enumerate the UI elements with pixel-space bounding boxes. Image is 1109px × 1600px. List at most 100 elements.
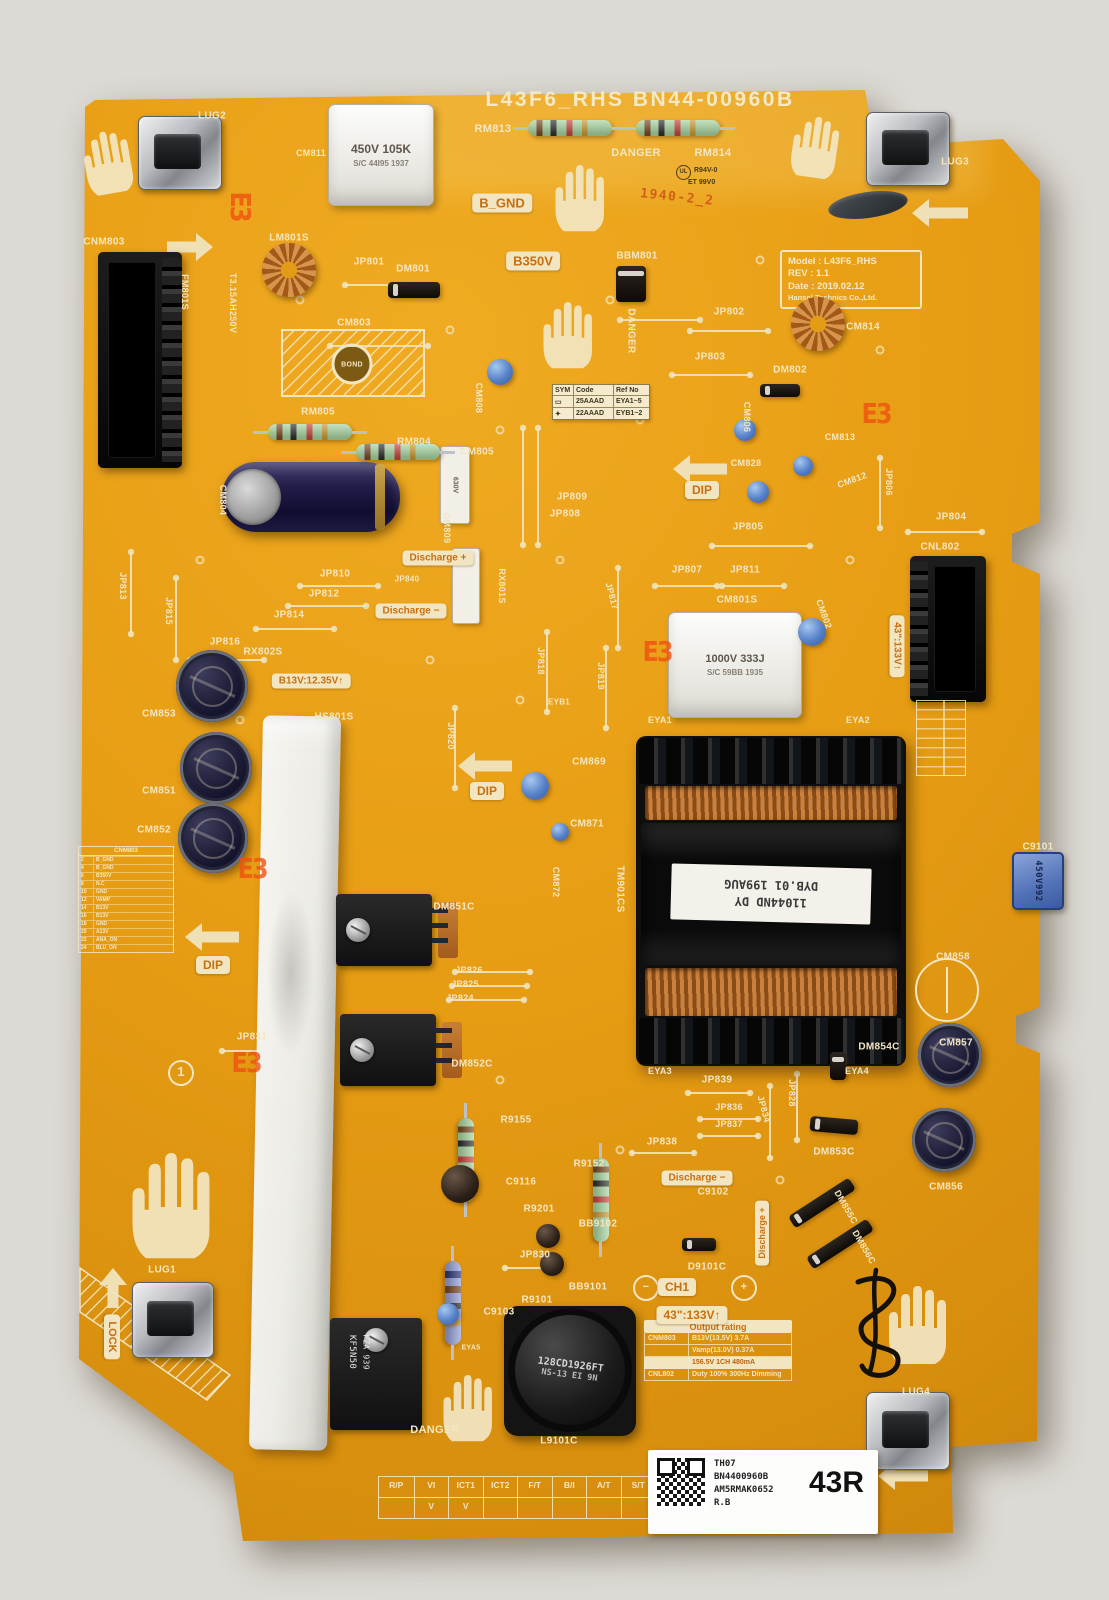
transistor-q802 <box>340 1014 462 1086</box>
silkscreen-label: CM871 <box>570 818 604 830</box>
ceramic-disc-capacitor <box>540 1252 564 1276</box>
rev-line: REV : 1.1 <box>788 268 830 280</box>
output-rating-cell: CNL802 <box>645 1369 689 1380</box>
resistor <box>513 120 627 136</box>
test-col-header: VI <box>413 1477 449 1497</box>
film-cap-lot: S/C 44I95 1937 <box>353 159 409 168</box>
table-cell: 22AAAD <box>573 408 613 419</box>
silkscreen-label: DM802 <box>773 364 807 376</box>
silkscreen-label: JP815 <box>164 597 174 625</box>
film-cap-value: 1000V 333J <box>705 653 765 665</box>
silkscreen-tag: 43":133V↑ <box>656 1306 728 1324</box>
pin-cell: B13V <box>96 905 109 911</box>
silkscreen-label: CM801S <box>716 594 758 606</box>
serial-big-code: 43R <box>808 1466 864 1499</box>
test-check-cell <box>517 1497 552 1518</box>
silkscreen-tag: Discharge − <box>375 603 447 619</box>
transistor-leads <box>432 908 448 952</box>
silkscreen-label: R9155 <box>500 1114 532 1126</box>
silkscreen-label: JP818 <box>536 647 546 675</box>
stencil-mark: E3 <box>237 852 268 886</box>
silkscreen-label: JP809 <box>556 491 588 503</box>
silkscreen-label: CNM803 <box>83 236 125 248</box>
pin-cell: 22 <box>79 937 94 944</box>
toroid-inductor <box>262 243 316 297</box>
pin-cell: 2 <box>79 857 94 864</box>
silkscreen-label: DM801 <box>396 263 430 275</box>
silkscreen-label: JP814 <box>273 609 305 621</box>
silkscreen-label: JP812 <box>308 588 340 600</box>
silkscreen-label: RM805 <box>301 406 335 418</box>
test-col-header: R/P <box>389 1480 404 1490</box>
pin-cell: B350V <box>96 873 112 879</box>
table-header-cell: Code <box>573 385 613 395</box>
silkscreen-label: JP810 <box>319 568 351 580</box>
serial-line2: BN4400960B <box>714 1472 769 1483</box>
metal-lug4 <box>866 1392 950 1470</box>
test-check-cell: V <box>413 1497 448 1518</box>
stencil-mark: E3 <box>223 191 257 221</box>
resistor <box>341 444 455 460</box>
pin-cell: 8 <box>79 881 94 888</box>
test-check-cell <box>586 1497 621 1518</box>
silkscreen-label: CM804 <box>218 484 228 516</box>
ceramic-disc-capacitor <box>441 1165 479 1203</box>
connector-teeth <box>910 562 928 696</box>
resistor <box>253 424 367 440</box>
silkscreen-label: JP806 <box>884 468 894 496</box>
silkscreen-label: EYB1 <box>547 697 571 707</box>
silkscreen-label: CM813 <box>824 432 856 442</box>
electrolytic-capacitor <box>178 803 248 873</box>
test-check-cell <box>620 1497 655 1518</box>
test-col-header: B/I <box>551 1477 587 1497</box>
transformer-core: 11044ND DY DYB.01 199AUG <box>641 823 901 965</box>
silkscreen-tag: DIP <box>195 956 231 974</box>
silkscreen-label: EYA1 <box>648 715 672 725</box>
diode <box>682 1238 716 1251</box>
film-capacitor-cm801s: 1000V 333J S/C 59BB 1935 <box>668 612 802 718</box>
ul-code: R94V-0 <box>694 167 718 174</box>
silkscreen-label: FM801S <box>180 274 190 310</box>
silkscreen-label: JP808 <box>549 508 581 520</box>
silkscreen-label: C9102 <box>697 1186 729 1198</box>
pin-cell: 24 <box>79 945 94 952</box>
capacitor-c9101: 450V992 <box>1012 852 1064 910</box>
ceramic-disc-capacitor <box>437 1303 459 1325</box>
transistor-kf5n50 <box>330 1318 422 1430</box>
silkscreen-label: JP801 <box>353 256 385 268</box>
metal-lug2 <box>138 116 222 190</box>
output-rating-cell: B13V(13.5V) 3.7A <box>692 1335 750 1342</box>
test-col-header: ICT2 <box>482 1477 518 1497</box>
pin-cell: 10 <box>79 889 94 896</box>
pin-cell: GND <box>96 921 108 927</box>
mounting-screw <box>350 1038 374 1062</box>
electrolytic-capacitor <box>918 1023 982 1087</box>
model-info-box: Model : L43F6_RHS REV : 1.1 Date : 2019.… <box>780 250 922 309</box>
film-cap-lot: S/C 59BB 1935 <box>706 668 764 677</box>
silkscreen-label: JP811 <box>730 564 760 576</box>
connector-cnm803 <box>98 252 182 468</box>
silkscreen-label: CM828 <box>730 458 762 468</box>
silkscreen-label: JP828 <box>787 1079 797 1107</box>
output-rating-cell <box>645 1357 689 1368</box>
pin-cell: GND <box>96 889 108 895</box>
silkscreen-label: C9101 <box>1022 841 1054 853</box>
silkscreen-label: RM813 <box>474 123 512 135</box>
silkscreen-label: FZA 939 <box>361 1334 371 1370</box>
ceramic-disc-capacitor <box>747 481 769 503</box>
diode <box>616 266 646 302</box>
connector-teeth <box>162 258 182 462</box>
silkscreen-label: R9152 <box>573 1158 605 1170</box>
silkscreen-label: CM812 <box>835 470 869 490</box>
silkscreen-label: JP826 <box>455 965 483 975</box>
output-rating-row: Vamp(13.0V) 0.37A <box>644 1345 792 1357</box>
pin-cell: BLU_ON <box>96 945 117 951</box>
silkscreen-label: C9116 <box>505 1176 537 1188</box>
table-cell: EYB1~2 <box>613 408 649 419</box>
pin-cell: N.C <box>96 881 105 887</box>
